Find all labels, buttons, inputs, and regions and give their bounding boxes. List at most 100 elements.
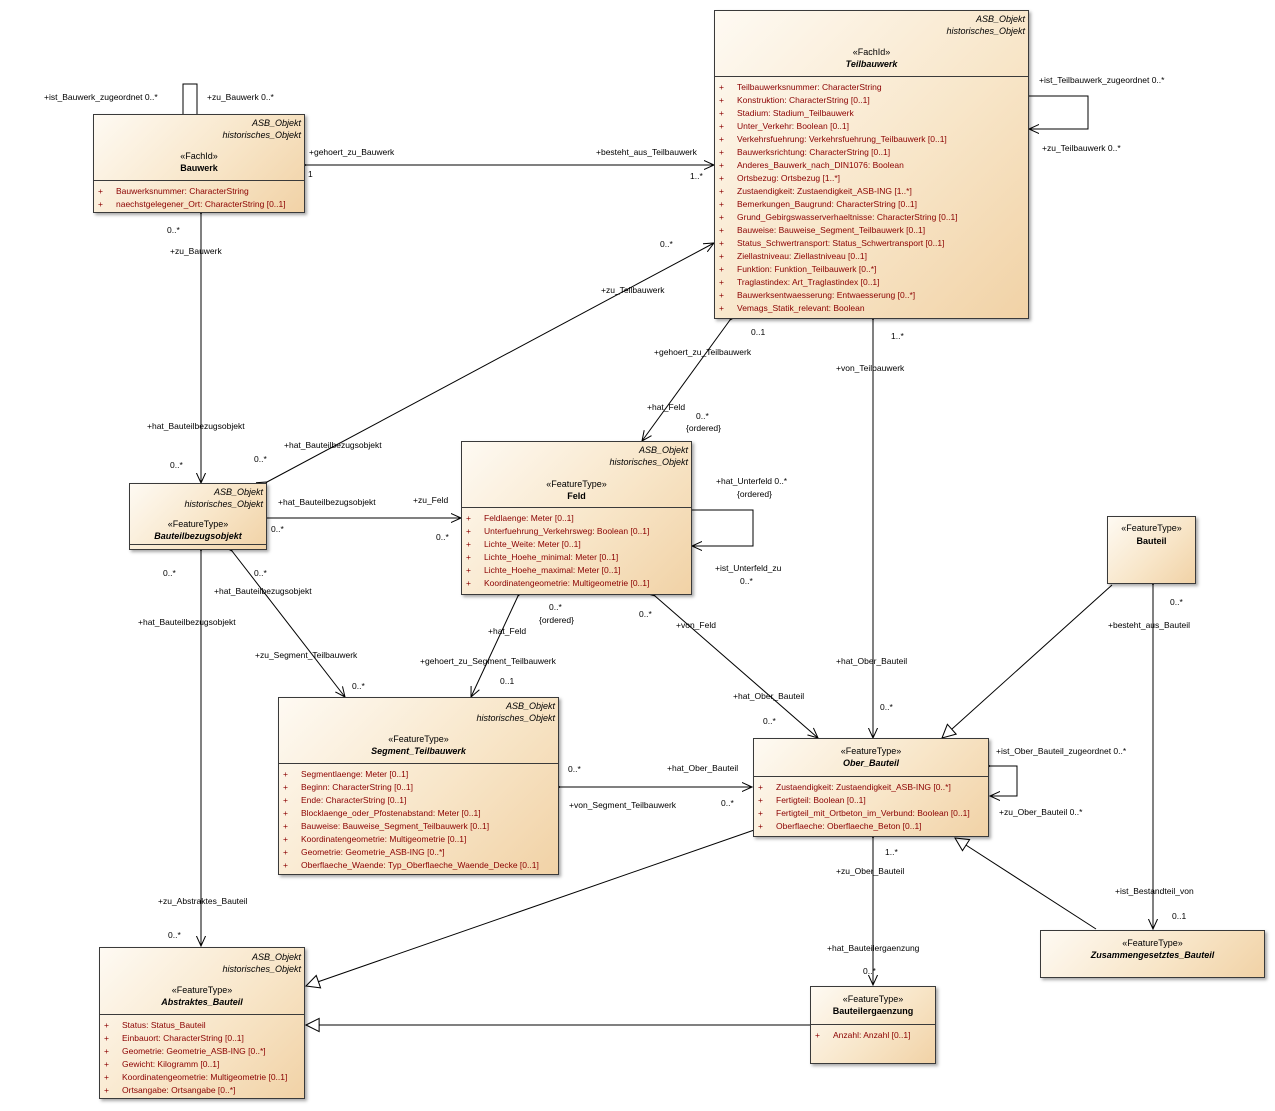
multiplicity-label: 0..*	[170, 460, 183, 470]
attribute: +Status_Schwertransport: Status_Schwertr…	[719, 238, 945, 248]
role-label: +hat_Feld	[488, 626, 527, 636]
attribute: +Koordinatengeometrie: Multigeometrie [0…	[104, 1072, 288, 1082]
generalization-zusammengesetzt-oberbauteil	[955, 838, 1097, 930]
role-label: +gehoert_zu_Teilbauwerk	[654, 347, 752, 357]
multiplicity-label: 0..*	[696, 411, 709, 421]
attribute: +Ziellastniveau: Ziellastniveau [0..1]	[719, 251, 867, 261]
visibility-marker: +	[719, 95, 724, 105]
visibility-marker: +	[283, 808, 288, 818]
visibility-marker: +	[719, 290, 724, 300]
visibility-marker: +	[104, 1085, 109, 1095]
visibility-marker: +	[719, 134, 724, 144]
role-label: +von_Segment_Teilbauwerk	[569, 800, 677, 810]
visibility-marker: +	[466, 539, 471, 549]
multiplicity-label: 0..1	[1172, 911, 1187, 921]
attribute: +Ortsbezug: Ortsbezug [1..*]	[719, 173, 840, 183]
class-zusammengesetztes-bauteil[interactable]: «FeatureType» Zusammengesetztes_Bauteil	[1040, 930, 1265, 978]
class-abstraktes-bauteil[interactable]: ASB_Objekt historisches_Objekt «FeatureT…	[99, 947, 305, 1099]
stereotype: «FachId»	[180, 151, 218, 161]
tagged-value: historisches_Objekt	[184, 499, 263, 509]
class-bauwerk[interactable]: ASB_Objekt historisches_Objekt «FachId» …	[93, 114, 305, 213]
constraint-label: {ordered}	[737, 489, 772, 499]
attribute: +naechstgelegener_Ort: CharacterString […	[98, 199, 286, 209]
tagged-value: ASB_Objekt	[505, 701, 555, 711]
class-ober-bauteil[interactable]: «FeatureType» Ober_Bauteil +Zustaendigke…	[753, 738, 989, 837]
multiplicity-label: 0..*	[352, 681, 365, 691]
attribute: +Ende: CharacterString [0..1]	[283, 795, 407, 805]
class-name: Bauwerk	[180, 163, 218, 173]
stereotype: «FeatureType»	[840, 746, 902, 756]
class-name: Bauteil	[1136, 536, 1167, 546]
assoc-feld-oberbauteil	[655, 596, 818, 738]
multiplicity-label: 0..*	[863, 966, 876, 976]
constraint-label: {ordered}	[686, 423, 721, 433]
role-label: +hat_Ober_Bauteil	[733, 691, 805, 701]
attribute: +Einbauort: CharacterString [0..1]	[104, 1033, 244, 1043]
class-bauteilergaenzung[interactable]: «FeatureType» Bauteilergaenzung +Anzahl:…	[810, 986, 936, 1064]
role-label: +ist_Ober_Bauteil_zugeordnet 0..*	[996, 746, 1127, 756]
class-teilbauwerk[interactable]: ASB_Objekt historisches_Objekt «FachId» …	[714, 10, 1029, 319]
attribute: +Fertigteil_mit_Ortbeton_im_Verbund: Boo…	[758, 808, 970, 818]
attribute: +Anderes_Bauwerk_nach_DIN1076: Boolean	[719, 160, 904, 170]
class-bauteil[interactable]: «FeatureType» Bauteil	[1107, 516, 1196, 584]
class-name: Feld	[567, 491, 586, 501]
visibility-marker: +	[466, 526, 471, 536]
attribute: +Vemags_Statik_relevant: Boolean	[719, 303, 865, 313]
stereotype: «FeatureType»	[388, 734, 449, 744]
visibility-marker: +	[104, 1072, 109, 1082]
attribute: +Oberflaeche: Oberflaeche_Beton [0..1]	[758, 821, 922, 831]
attribute: +Funktion: Funktion_Teilbauwerk [0..*]	[719, 264, 877, 274]
attribute: +Konstruktion: CharacterString [0..1]	[719, 95, 870, 105]
visibility-marker: +	[758, 821, 763, 831]
attribute-list: +Feldlaenge: Meter [0..1] +Unterfuehrung…	[462, 508, 691, 590]
attribute-list: +Segmentlaenge: Meter [0..1] +Beginn: Ch…	[279, 764, 558, 872]
stereotype: «FeatureType»	[171, 985, 233, 995]
class-feld[interactable]: ASB_Objekt historisches_Objekt «FeatureT…	[461, 441, 692, 595]
attribute: +Unter_Verkehr: Boolean [0..1]	[719, 121, 849, 131]
attribute-list: +Anzahl: Anzahl [0..1]	[811, 1025, 935, 1042]
tagged-value: ASB_Objekt	[251, 952, 301, 962]
attribute-list: +Zustaendigkeit: Zustaendigkeit_ASB-ING …	[754, 777, 988, 833]
generalization-oberbauteil-abstrakt	[306, 827, 761, 986]
attribute: +Fertigteil: Boolean [0..1]	[758, 795, 866, 805]
class-name: Bauteilbezugsobjekt	[154, 531, 242, 541]
multiplicity-label: 0..*	[254, 454, 267, 464]
role-label: +hat_Unterfeld 0..*	[716, 476, 788, 486]
multiplicity-label: 1..*	[891, 331, 904, 341]
attribute: +Lichte_Weite: Meter [0..1]	[466, 539, 581, 549]
multiplicity-label: 0..*	[568, 764, 581, 774]
assoc-feld-segment	[471, 596, 518, 697]
visibility-marker: +	[283, 769, 288, 779]
class-segment-teilbauwerk[interactable]: ASB_Objekt historisches_Objekt «FeatureT…	[278, 697, 559, 875]
multiplicity-label: 0..*	[254, 568, 267, 578]
tagged-value: historisches_Objekt	[946, 26, 1025, 36]
role-label: +gehoert_zu_Segment_Teilbauwerk	[420, 656, 556, 666]
visibility-marker: +	[719, 108, 724, 118]
tagged-value: historisches_Objekt	[222, 130, 301, 140]
attribute: +Traglastindex: Art_Traglastindex [0..1]	[719, 277, 880, 287]
role-label: +zu_Teilbauwerk	[601, 285, 665, 295]
attribute: +Geometrie: Geometrie_ASB-ING [0..*]	[104, 1046, 266, 1056]
visibility-marker: +	[98, 199, 103, 209]
assoc-teilbauwerk-self	[1029, 96, 1089, 129]
attribute: +Koordinatengeometrie: Multigeometrie [0…	[466, 578, 650, 588]
role-label: +hat_Bauteilbezugsobjekt	[284, 440, 382, 450]
constraint-label: {ordered}	[539, 615, 574, 625]
multiplicity-label: 0..*	[1170, 597, 1183, 607]
role-label: +hat_Bauteilbezugsobjekt	[138, 617, 236, 627]
visibility-marker: +	[719, 186, 724, 196]
tagged-value: ASB_Objekt	[251, 118, 301, 128]
multiplicity-label: 1..*	[690, 171, 703, 181]
visibility-marker: +	[283, 860, 288, 870]
attribute: +Oberflaeche_Waende: Typ_Oberflaeche_Wae…	[283, 860, 539, 870]
role-label: +hat_Ober_Bauteil	[836, 656, 908, 666]
role-label: +von_Teilbauwerk	[836, 363, 905, 373]
class-bauteilbezugsobjekt[interactable]: ASB_Objekt historisches_Objekt «FeatureT…	[129, 483, 267, 550]
role-label: +zu_Feld	[413, 495, 449, 505]
class-name: Bauteilergaenzung	[832, 1006, 914, 1016]
visibility-marker: +	[466, 552, 471, 562]
stereotype: «FachId»	[852, 47, 891, 57]
class-name: Segment_Teilbauwerk	[371, 746, 466, 756]
role-label: +von_Feld	[676, 620, 716, 630]
class-name: Zusammengesetztes_Bauteil	[1090, 950, 1215, 960]
